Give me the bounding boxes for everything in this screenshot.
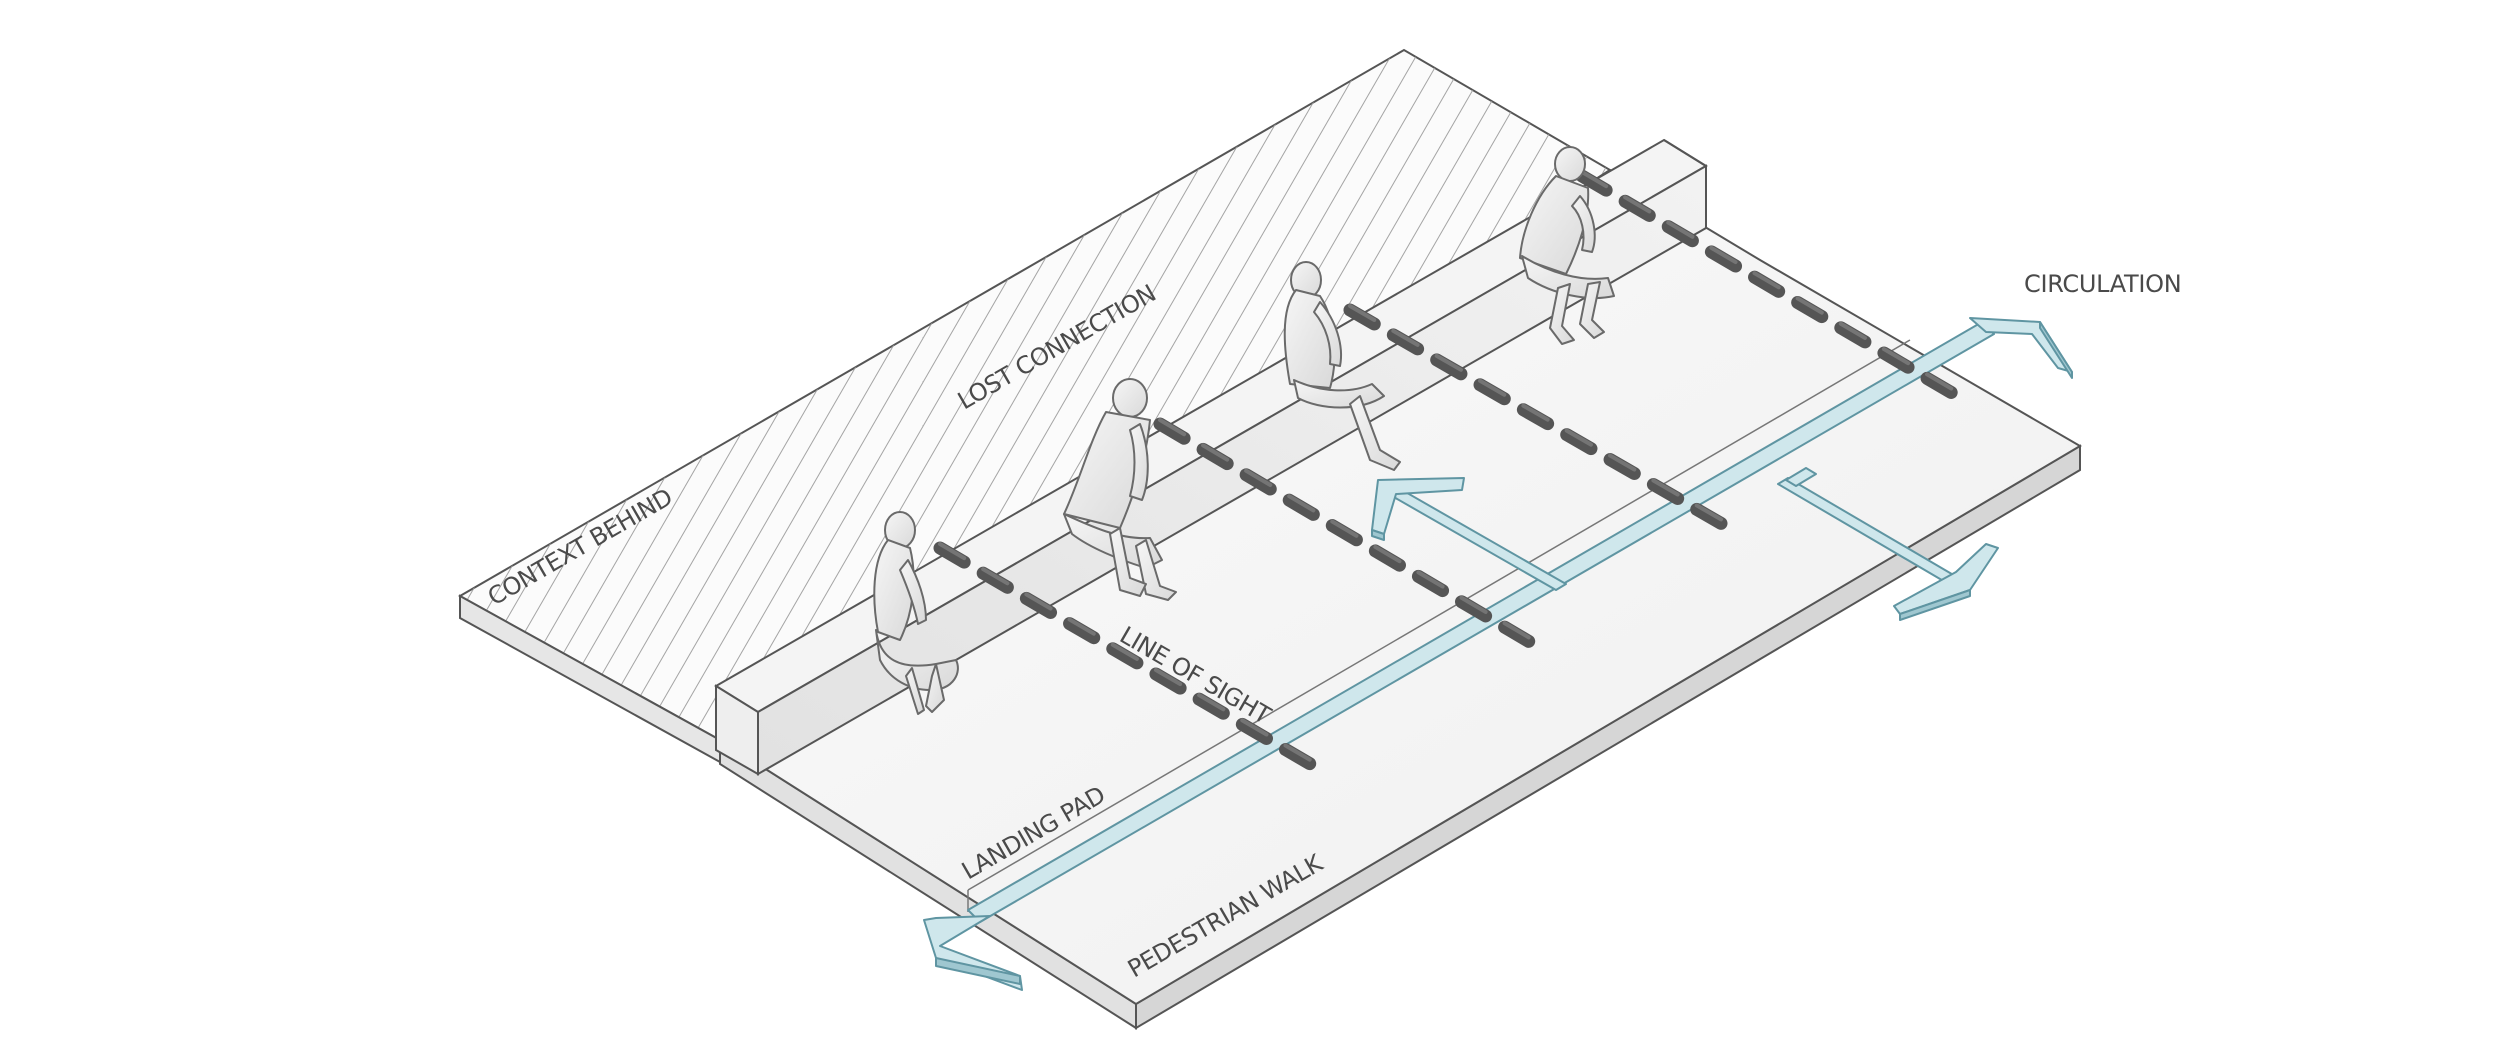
circulation-arrowhead-right: [1969, 317, 2073, 373]
sightline-4: [1575, 169, 1971, 407]
sightline-2: [1153, 417, 1547, 655]
seated-woman-left-figure: [873, 511, 959, 715]
seat-wall-bench: [714, 138, 1708, 776]
sightline-1: [933, 541, 1331, 779]
label-circulation: CIRCULATION: [2024, 270, 2181, 298]
context-behind-slab: [457, 48, 1612, 764]
person-figures: [873, 146, 1615, 715]
seated-man-right-figure: [1519, 146, 1615, 345]
sightline-3: [1343, 303, 1743, 539]
circulation-arrows: [923, 317, 2073, 991]
seated-woman-legs-crossed-figure: [1283, 261, 1401, 471]
lines-of-sight: [933, 169, 1971, 779]
ground-platform: [718, 168, 2082, 1030]
landing-pad-divider: [967, 339, 1911, 891]
seated-man-phone-figure: [1063, 378, 1177, 601]
